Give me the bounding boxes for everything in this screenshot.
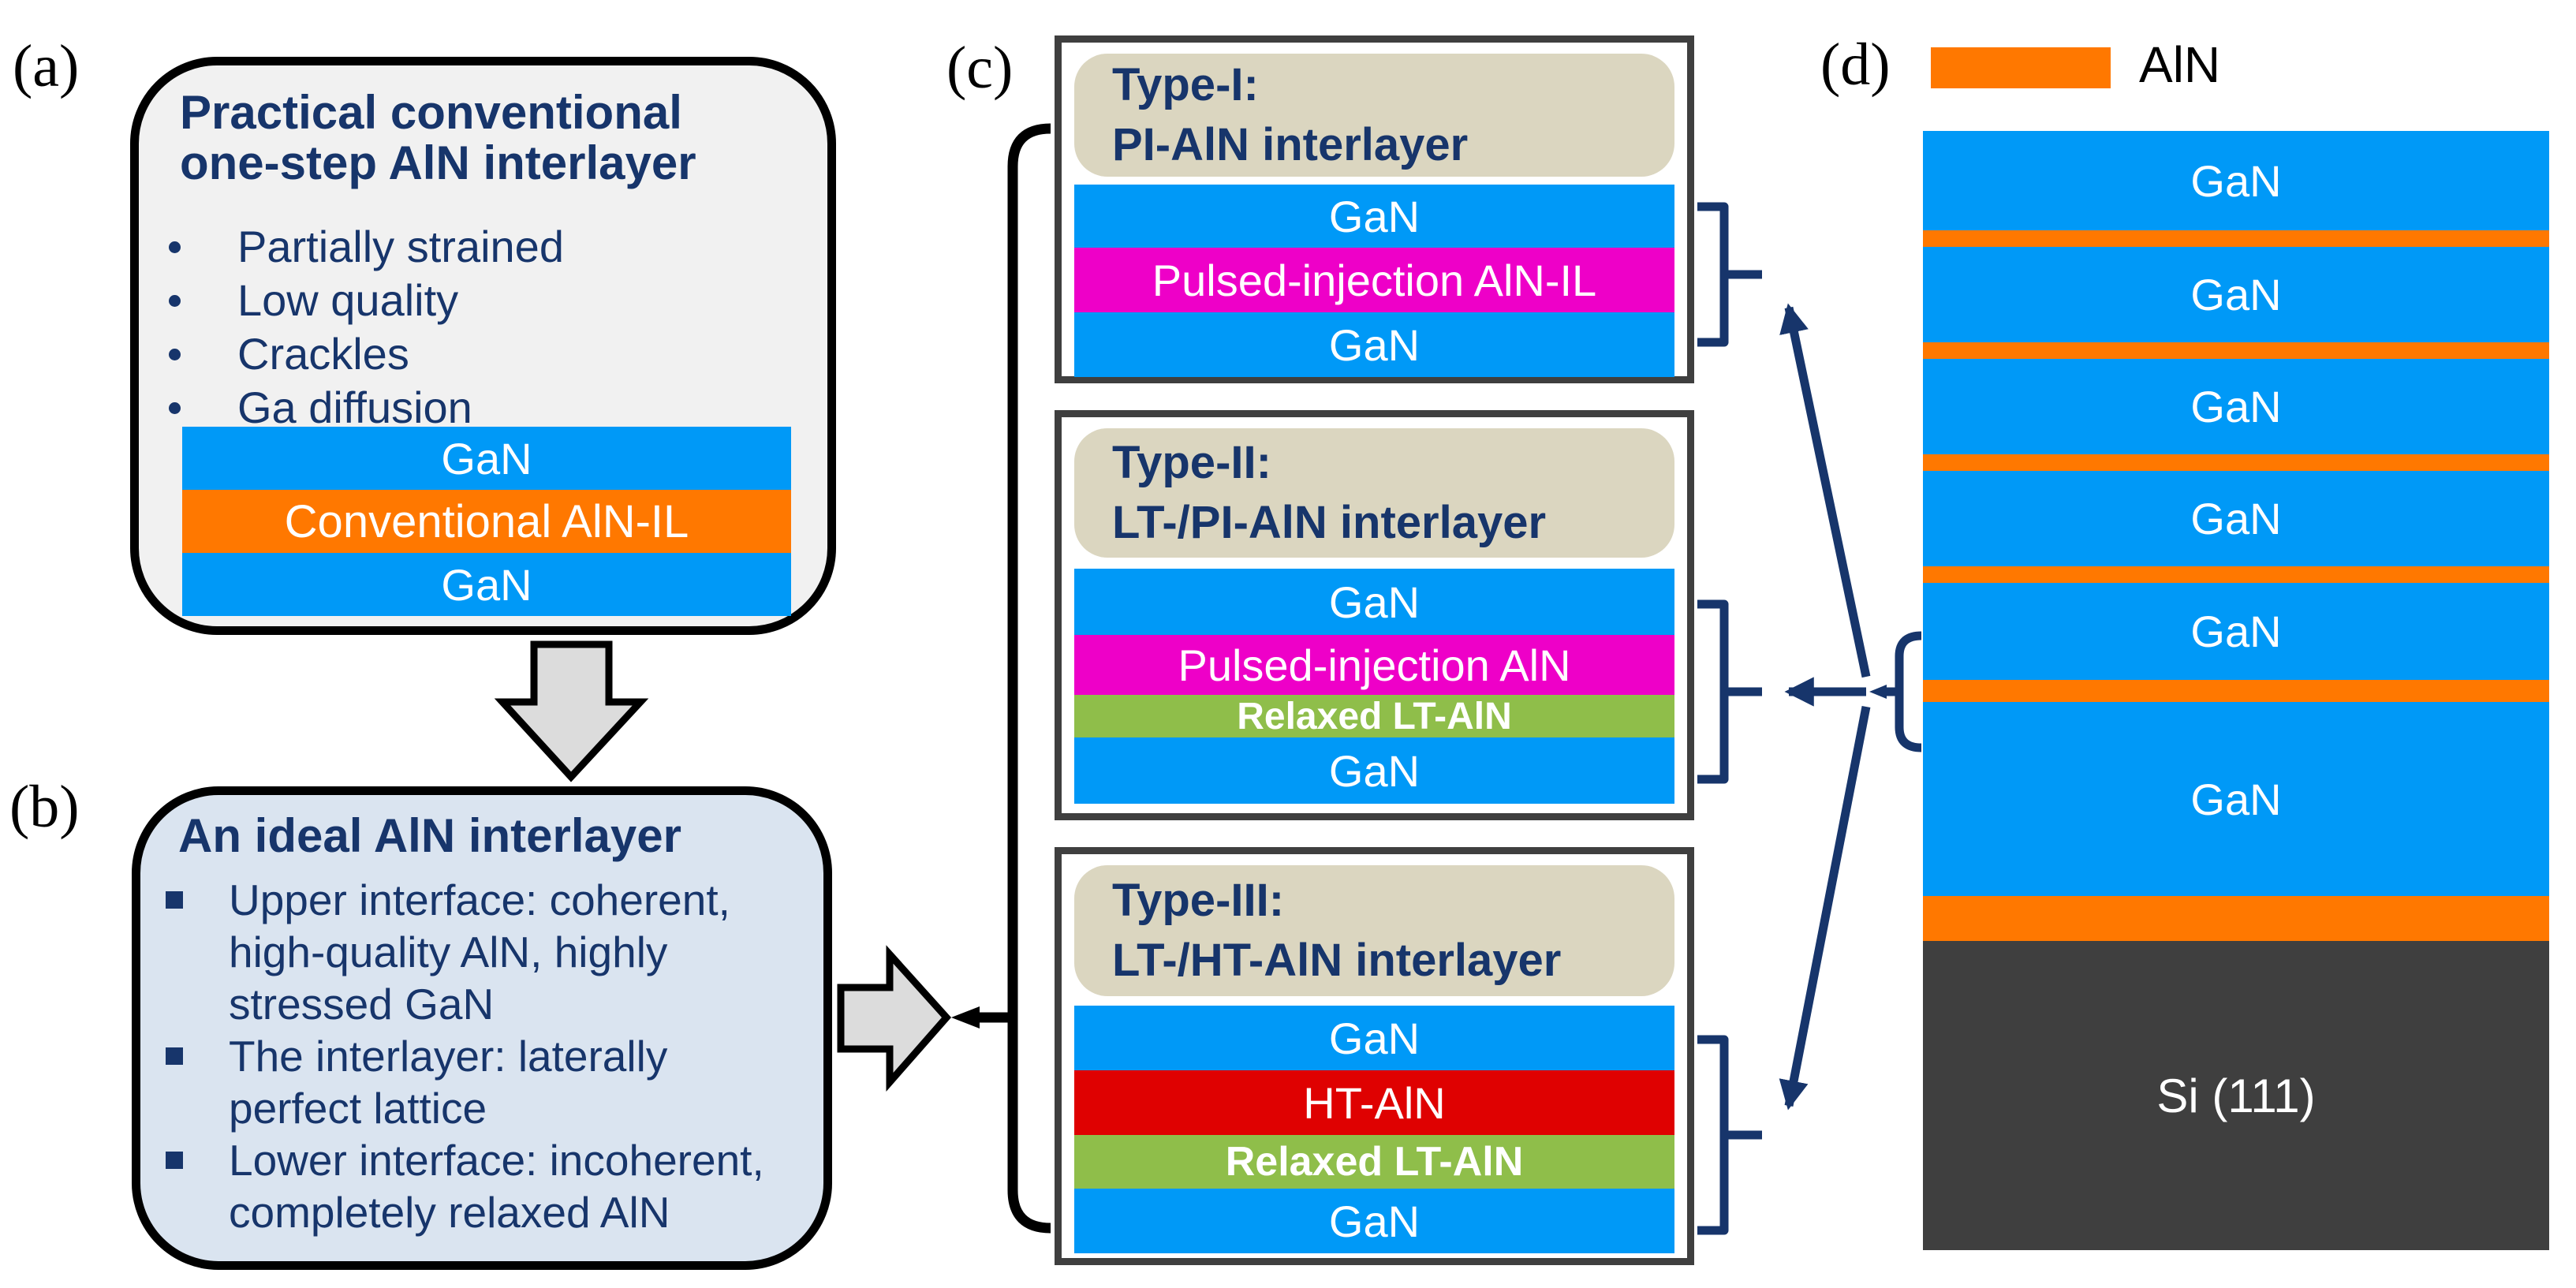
bullet-icon [169,241,181,253]
interlayer-brace [1895,631,1922,752]
layer-relaxed-lt-aln: Relaxed LT-AlN [1074,695,1674,737]
square-bullet-icon [166,891,183,909]
aln-legend-swatch [1931,47,2111,88]
list-item: Upper interface: coherent, high-quality … [166,874,730,1030]
layer-aln-interlayer [1923,342,2549,359]
type-2-box: Type-II: LT-/PI-AlN interlayer GaN Pulse… [1055,410,1694,820]
layer-gan: GaN [1923,131,2549,230]
layer-si-substrate: Si (111) [1923,941,2549,1250]
layer-gan: GaN [182,427,791,490]
bullet-text: The interlayer: laterally perfect lattic… [229,1032,668,1133]
type-1-layers: GaN Pulsed-injection AlN-IL GaN [1074,185,1674,377]
right-block-arrow-icon [837,945,952,1092]
layer-aln-nucleation [1923,896,2549,941]
panel-d-label: (d) [1820,32,1891,98]
panel-b-title: An ideal AlN interlayer [178,809,681,862]
panel-d-epitaxial-stack: GaN GaN GaN GaN GaN GaN Si (111) [1923,131,2549,1250]
square-bullet-icon [166,1047,183,1065]
interlayer-brace-tip [1869,685,1887,699]
bullet-text: Lower interface: incoherent, completely … [229,1136,764,1237]
type-3-layers: GaN HT-AlN Relaxed LT-AlN GaN [1074,1006,1674,1253]
bullet-text: Ga diffusion [237,383,472,432]
layer-aln-interlayer [1923,454,2549,471]
list-item: Crackles [169,330,409,378]
list-item: Partially strained [169,223,564,271]
panel-a-conventional-interlayer: Practical conventional one-step AlN inte… [130,57,836,635]
type-3-bracket [1697,1035,1729,1235]
type-3-header: Type-III: LT-/HT-AlN interlayer [1074,865,1674,996]
layer-gan: GaN [1923,247,2549,342]
bullet-icon [169,294,181,307]
panel-a-label: (a) [13,33,80,99]
bullet-text: Upper interface: coherent, high-quality … [229,875,730,1029]
layer-gan: GaN [182,553,791,616]
list-item: Ga diffusion [169,384,472,431]
list-item: Low quality [169,277,458,324]
panel-c-label: (c) [946,35,1014,101]
bullet-text: Partially strained [237,222,564,271]
panel-b-label: (b) [9,774,80,840]
type-2-bracket [1697,599,1729,784]
arrow-to-type-3-icon [1779,705,1871,1111]
layer-gan: GaN [1923,359,2549,454]
layer-aln-interlayer [1923,566,2549,583]
layer-pi-aln: Pulsed-injection AlN [1074,635,1674,695]
type-1-header: Type-I: PI-AlN interlayer [1074,54,1674,177]
type-1-bracket [1697,202,1729,347]
arrow-to-type-1-icon [1779,303,1871,678]
list-item: Lower interface: incoherent, completely … [166,1134,764,1238]
layer-gan: GaN [1074,185,1674,248]
panel-a-title: Practical conventional one-step AlN inte… [180,86,696,189]
type-3-box: Type-III: LT-/HT-AlN interlayer GaN HT-A… [1055,847,1694,1265]
layer-gan: GaN [1923,583,2549,680]
layer-ht-aln: HT-AlN [1074,1070,1674,1135]
layer-pi-aln-il: Pulsed-injection AlN-IL [1074,248,1674,312]
down-block-arrow-icon [494,640,649,782]
bullet-text: Low quality [237,275,459,325]
layer-gan: GaN [1074,312,1674,377]
bullet-icon [169,348,181,360]
panel-a-layer-stack: GaN Conventional AlN-IL GaN [182,427,791,616]
square-bullet-icon [166,1152,183,1169]
layer-relaxed-lt-aln: Relaxed LT-AlN [1074,1135,1674,1189]
layer-aln-interlayer [1923,680,2549,702]
bullet-text: Crackles [237,329,409,379]
panel-b-ideal-interlayer: An ideal AlN interlayer Upper interface:… [132,786,832,1270]
type-group-brace-tip [951,1006,980,1029]
type-2-layers: GaN Pulsed-injection AlN Relaxed LT-AlN … [1074,569,1674,804]
layer-aln-interlayer [1923,230,2549,247]
layer-gan: GaN [1074,1189,1674,1253]
layer-gan: GaN [1074,569,1674,635]
layer-conventional-aln-il: Conventional AlN-IL [182,490,791,553]
layer-gan: GaN [1074,1006,1674,1070]
layer-gan: GaN [1923,471,2549,566]
list-item: The interlayer: laterally perfect lattic… [166,1030,667,1134]
layer-gan-buffer: GaN [1923,702,2549,896]
aln-legend-label: AlN [2139,36,2221,93]
type-group-brace [1007,123,1051,1234]
layer-gan: GaN [1074,737,1674,804]
bullet-icon [169,401,181,414]
type-2-header: Type-II: LT-/PI-AlN interlayer [1074,428,1674,558]
type-1-box: Type-I: PI-AlN interlayer GaN Pulsed-inj… [1055,35,1694,383]
